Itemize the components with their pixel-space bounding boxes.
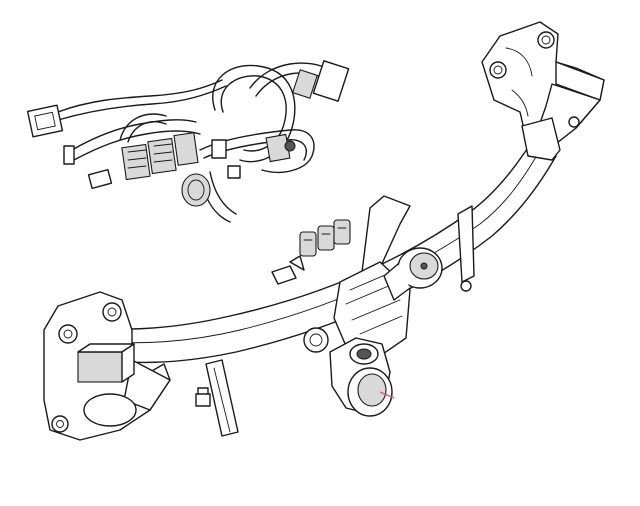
bracket-left-flange [123,359,171,411]
harness-connector-block-3 [173,132,199,166]
beam-end-right [521,117,561,161]
electrical-socket-upper-body [383,263,411,301]
beam-connector-1 [299,231,317,257]
harness-clip [211,139,227,159]
socket-upper-pin [420,262,428,270]
connector-left-face [34,111,56,131]
beam-tab-1 [271,265,297,285]
harness-connector-top-2 [292,69,318,99]
bracket-left-hole-low-inner [56,420,64,428]
bracket-right-hole-top [537,31,555,49]
harness-cable-2 [57,85,227,121]
harness-branch-1 [119,113,167,141]
right-mounting-bracket [481,21,605,151]
electrical-socket-lower-face [357,373,387,407]
socket-cap-inner [356,348,372,360]
harness-drop-2 [209,171,237,215]
round-connector-face [187,179,205,201]
harness-round-connector [181,173,211,207]
mounting-clip-top [197,387,209,395]
harness-connector-block-2 [147,137,177,175]
beam-connector-2 [317,225,335,251]
harness-connector-block-1 [121,143,151,181]
connector-ribs [127,143,173,169]
bracket-left-spacer-block [77,351,123,383]
support-leg-right [457,205,475,283]
bracket-fitting-nut [303,327,329,353]
bracket-right-hole-low [568,116,580,128]
socket-accent-marker [379,391,395,399]
beam-tab-2 [289,255,305,271]
socket-bracket-assembly [271,195,443,417]
bracket-fitting-nut-inner [309,333,323,347]
mounting-clip [195,393,211,407]
harness-loop-5 [199,129,315,174]
harness-cable-4 [73,130,201,161]
support-legs [195,205,475,437]
beam-connector-ribs [303,227,347,241]
support-leg-left-edge [213,367,231,433]
bracket-right-hole-top-inner [541,35,551,45]
socket-plate-ribs [345,271,403,335]
bracket-right-contour [505,47,533,117]
harness-connector-left [26,104,64,138]
spacer-block-side [121,343,135,383]
support-leg-right-bolt [460,280,472,292]
bracket-left-hole-top [102,302,122,322]
harness-plug-flat [87,168,113,190]
bracket-right-hole-left-inner [493,65,503,75]
beam-connector-3 [333,219,351,245]
wiring-harness [26,60,350,223]
bracket-left-hole-top-inner [107,307,117,317]
bracket-left-hole-mid [58,324,78,344]
harness-connector-top [312,60,350,102]
harness-cable-1 [57,79,223,113]
bracket-right-hole-left [489,61,507,79]
bracket-left-hole-low [51,415,69,433]
harness-branch-2 [127,121,167,143]
left-mounting-bracket [43,291,171,441]
harness-cable-3 [71,119,197,151]
bracket-left-boss [83,393,137,427]
harness-grommet [284,140,296,152]
harness-plug-small [63,145,75,165]
harness-clip-2 [227,165,241,179]
support-leg-left [205,359,239,437]
bracket-left-hole-mid-inner [63,329,73,339]
